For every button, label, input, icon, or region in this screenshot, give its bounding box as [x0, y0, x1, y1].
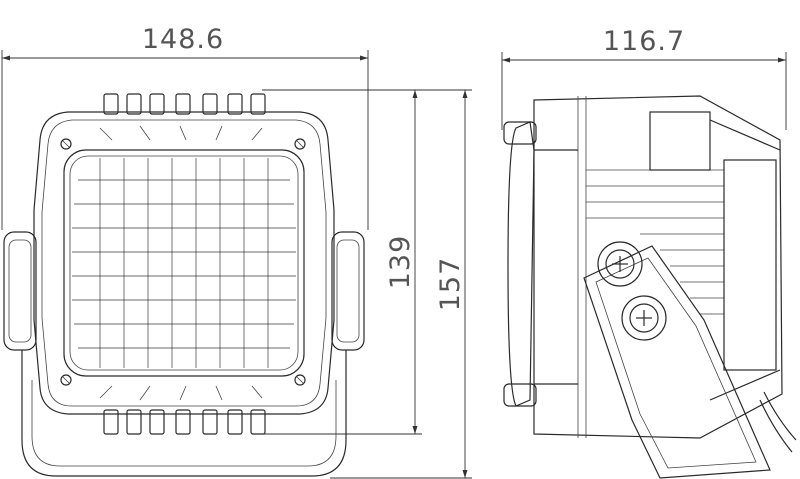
- side-cable: [763, 391, 797, 441]
- side-bezel: [507, 121, 535, 407]
- side-fins: [586, 111, 781, 401]
- right-mount-block: [331, 231, 365, 351]
- dimension-side-width: 116.7: [501, 26, 787, 130]
- dimension-overall-height: 157: [330, 89, 472, 479]
- overall-height-label: 157: [435, 257, 466, 312]
- front-housing: [33, 111, 335, 415]
- front-bracket: [21, 350, 347, 477]
- bracket-bolts: [597, 241, 667, 341]
- side-width-label: 116.7: [603, 26, 685, 57]
- dimension-inner-height: 139: [262, 89, 422, 435]
- side-body: [533, 95, 783, 439]
- bottom-fins: [103, 409, 266, 435]
- lens-grid: [72, 158, 296, 368]
- rim-details: [99, 125, 263, 401]
- corner-screws: [60, 138, 306, 386]
- side-view: [503, 95, 797, 479]
- inner-height-label: 139: [385, 235, 416, 290]
- side-bracket: [583, 245, 771, 479]
- dimension-front-width: 148.6: [1, 24, 369, 230]
- front-view: [3, 93, 365, 477]
- front-width-label: 148.6: [142, 24, 224, 55]
- top-fins: [103, 93, 266, 115]
- left-mount-block: [3, 231, 37, 351]
- lens-frame: [63, 149, 305, 377]
